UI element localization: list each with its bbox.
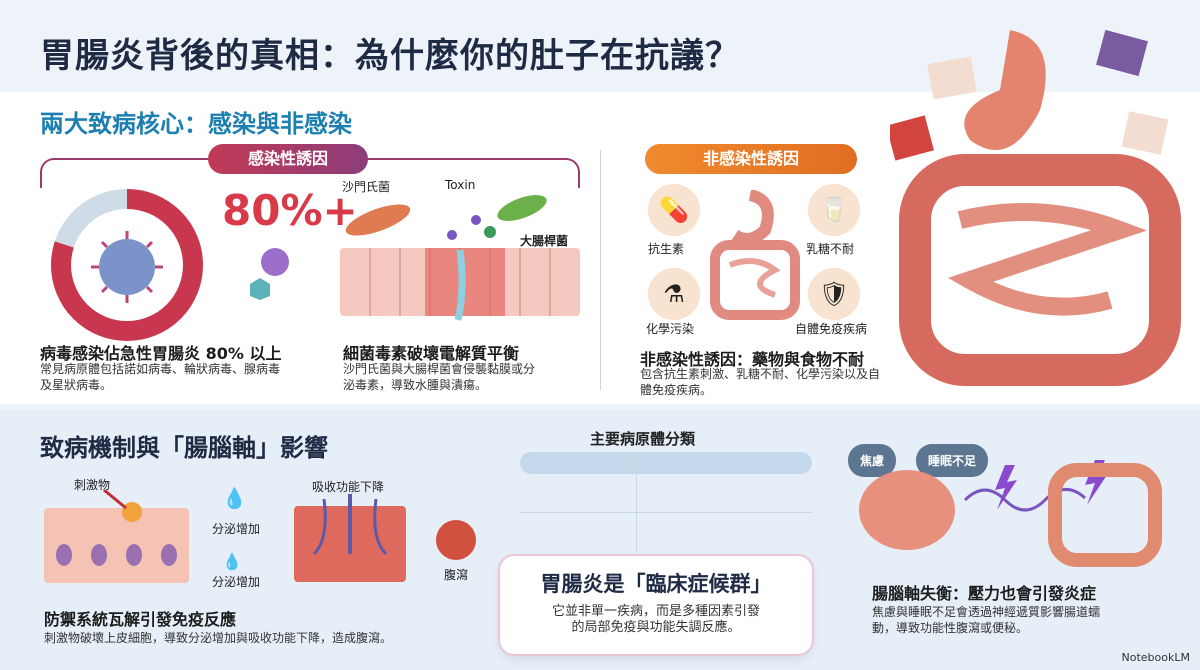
milk-carton-icon: 🥛 [808, 184, 860, 236]
cloud-anxiety: 焦慮 [848, 444, 897, 477]
virus-icon [99, 239, 155, 295]
flask-icon: ⚗ [648, 268, 700, 320]
droplet-icon: 💧 [222, 486, 247, 510]
label-absorption: 吸收功能下降 [312, 480, 385, 494]
virus-body: 常見病原體包括諾如病毒、輪狀病毒、腺病毒及星狀病毒。 [40, 362, 281, 392]
nerve-signal-icon [963, 488, 1087, 512]
column-divider [600, 150, 601, 390]
virus-heading: 病毒感染佔急性胃腸炎 80% 以上 [40, 344, 282, 363]
bacteria-body: 沙門氏菌與大腸桿菌會侵襲黏膜或分泌毒素，導致水腫與潰瘍。 [343, 362, 536, 392]
virus-small-icons [250, 248, 289, 300]
label-antibiotics: 抗生素 [648, 242, 685, 256]
gut-brain-heading: 腸腦軸失衡：壓力也會引發炎症 [872, 584, 1097, 603]
label-secretion-1: 分泌增加 [212, 522, 261, 536]
epithelium-damage-illustration [44, 490, 189, 583]
pathogen-table-title: 主要病原體分類 [590, 430, 696, 448]
label-autoimmune: 自體免疫疾病 [795, 322, 868, 336]
cloud-sleep: 睡眠不足 [916, 444, 989, 477]
shield-icon: 🛡 [808, 268, 860, 320]
pathogen-table [520, 452, 812, 572]
callout-body: 它並非單一疾病，而是多種因素引發的局部免疫與功能失調反應。 [551, 604, 760, 635]
table-row-divider [520, 512, 812, 513]
notebooklm-logo: NotebookLM [1121, 651, 1190, 664]
label-salmonella: 沙門氏菌 [342, 180, 391, 194]
non-infectious-body: 包含抗生素刺激、乳糖不耐、化學污染以及自體免疫疾病。 [640, 367, 881, 397]
absorption-illustration [294, 494, 406, 582]
droplet-icon: 💧 [222, 552, 242, 571]
table-column-divider [636, 452, 637, 552]
label-toxin: Toxin [445, 178, 476, 192]
gut-brain-body: 焦慮與睡眠不足會透過神經遞質影響腸道蠕動，導致功能性腹瀉或便秘。 [872, 605, 1101, 635]
label-chemical: 化學污染 [646, 322, 695, 336]
section-heading-mechanism: 致病機制與「腸腦軸」影響 [40, 434, 328, 462]
page-title: 胃腸炎背後的真相：為什麼你的肚子在抗議？ [40, 36, 740, 76]
virus-stat: 80%+ [222, 186, 358, 235]
callout-heading: 胃腸炎是「臨床症候群」 [540, 572, 772, 596]
stomach-protest-illustration [890, 29, 1181, 386]
label-diarrhea: 腹瀉 [444, 568, 469, 582]
label-ecoli: 大腸桿菌 [520, 234, 569, 248]
clinical-syndrome-callout: 胃腸炎是「臨床症候群」 它並非單一疾病，而是多種因素引發的局部免疫與功能失調反應… [500, 556, 812, 654]
donut-fill [51, 189, 203, 341]
bacteria-illustration [340, 195, 580, 321]
gut-brain-illustration [859, 460, 1162, 567]
mechanism-heading: 防禦系統瓦解引發免疫反應 [44, 610, 237, 629]
label-lactose: 乳糖不耐 [806, 242, 855, 256]
label-irritant: 刺激物 [74, 478, 111, 492]
diarrhea-icon [436, 520, 476, 560]
pill-bottle-icon: 💊 [648, 184, 700, 236]
table-header [520, 452, 812, 474]
infectious-pill: 感染性誘因 [208, 144, 368, 174]
non-infectious-heading: 非感染性誘因：藥物與食物不耐 [640, 350, 865, 369]
section-heading-causes: 兩大致病核心：感染與非感染 [40, 110, 352, 138]
non-infectious-pill: 非感染性誘因 [645, 144, 857, 174]
intestine-icon [1048, 463, 1162, 567]
intestine-icon [710, 190, 800, 320]
lightning-icon [995, 465, 1017, 510]
bacteria-heading: 細菌毒素破壞電解質平衡 [343, 344, 520, 363]
mechanism-body: 刺激物破壞上皮細胞，導致分泌增加與吸收功能下降，造成腹瀉。 [44, 631, 393, 645]
label-secretion-2: 分泌增加 [212, 575, 261, 589]
virus-share-donut [51, 189, 203, 341]
brain-icon [859, 470, 955, 550]
